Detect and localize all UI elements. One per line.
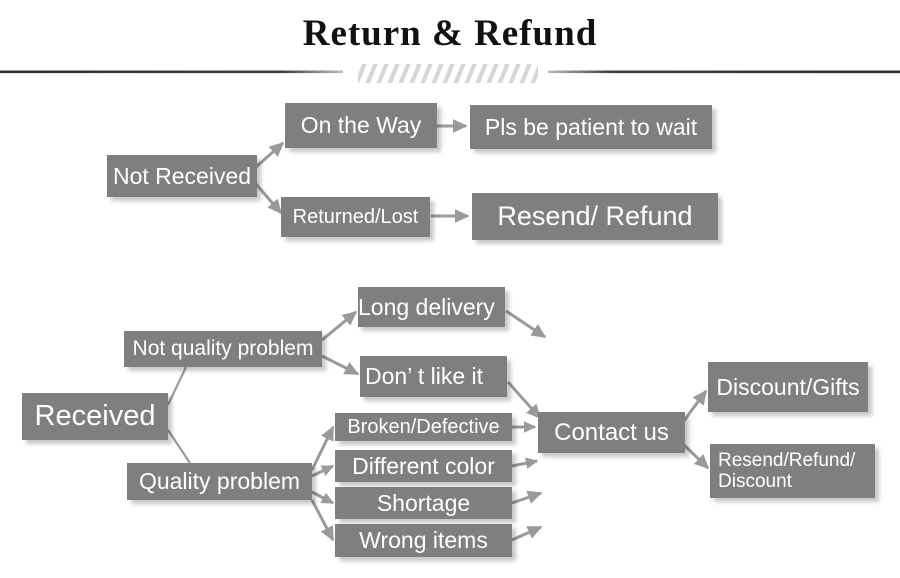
node-long-delivery[interactable]: Long delivery — [358, 287, 505, 327]
connector-contact-us-to-resend-refund-discount — [681, 442, 710, 470]
hatched-divider-icon — [0, 64, 900, 83]
node-wrong-items[interactable]: Wrong items — [335, 524, 512, 557]
connector-not-quality-to-long-delivery — [321, 310, 358, 342]
node-different-color[interactable]: Different color — [335, 450, 512, 482]
connector-quality-to-wrong-items — [310, 499, 335, 542]
connector-not-quality-to-dont-like-it — [321, 354, 360, 376]
connector-received-to-quality — [167, 429, 191, 464]
node-dont-like-it[interactable]: Don’ t like it — [360, 356, 507, 397]
node-on-the-way[interactable]: On the Way — [285, 103, 437, 148]
node-pls-be-patient-to-wait[interactable]: Pls be patient to wait — [470, 105, 712, 149]
connector-not-received-to-on-the-way — [255, 141, 285, 169]
connector-quality-to-broken-defective — [310, 425, 335, 471]
connector-contact-us-to-discount-gifts — [681, 389, 708, 423]
connector-quality-to-shortage — [311, 490, 335, 505]
connector-shortage-to-contact-us — [511, 490, 543, 505]
node-not-received[interactable]: Not Received — [107, 155, 257, 197]
node-resend-refund-discount[interactable]: Resend/Refund/ Discount — [710, 444, 875, 498]
node-quality-problem[interactable]: Quality problem — [127, 463, 312, 500]
connector-wrong-items-to-contact-us — [511, 525, 543, 542]
page-title: Return & Refund — [302, 13, 598, 54]
connector-quality-to-different-color — [311, 464, 335, 478]
node-discount-gifts[interactable]: Discount/Gifts — [708, 362, 868, 412]
node-broken-defective[interactable]: Broken/Defective — [335, 413, 512, 441]
node-resend-refund[interactable]: Resend/ Refund — [472, 193, 718, 240]
connector-not-received-to-returned-lost — [254, 183, 283, 215]
connector-different-color-to-contact-us — [511, 457, 539, 469]
node-received[interactable]: Received — [22, 393, 168, 440]
node-shortage[interactable]: Shortage — [335, 487, 512, 519]
connector-received-to-not-quality — [167, 366, 187, 406]
node-contact-us[interactable]: Contact us — [538, 412, 685, 453]
node-returned-lost[interactable]: Returned/Lost — [281, 197, 430, 237]
node-not-quality-problem[interactable]: Not quality problem — [124, 331, 322, 367]
connector-long-delivery-to-contact-us — [505, 309, 547, 339]
connector-dont-like-it-to-contact-us — [506, 381, 542, 420]
